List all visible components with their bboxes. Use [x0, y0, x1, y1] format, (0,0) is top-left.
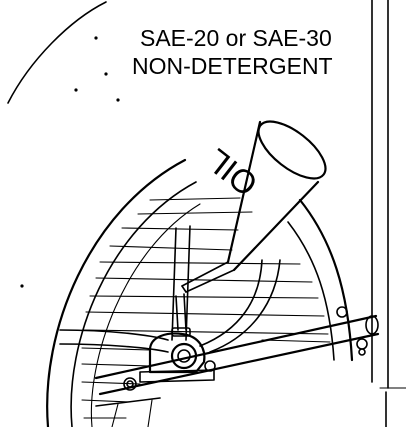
oil-can-label: OIL [200, 142, 265, 204]
wheel-slats [81, 197, 331, 419]
oil-fitting [171, 293, 191, 337]
base-frame [95, 397, 161, 427]
mounting-bolts [123, 306, 368, 391]
oil-can [181, 120, 327, 293]
wheel-rim [46, 158, 354, 427]
side-frame [371, 0, 406, 427]
rivet-dot [20, 284, 24, 288]
oil-spec-line-2: NON-DETERGENT [132, 53, 333, 79]
rivet-dot [74, 88, 78, 92]
support-shaft [94, 314, 380, 396]
oil-spec-line-1: SAE-20 or SAE-30 [140, 25, 332, 51]
rivet-dot [104, 72, 108, 76]
rivet-dot [94, 36, 98, 40]
rivet-dot [116, 98, 120, 102]
housing-curve [7, 1, 107, 104]
wheel-spokes [59, 225, 281, 353]
pillow-block-bearing [139, 332, 215, 383]
